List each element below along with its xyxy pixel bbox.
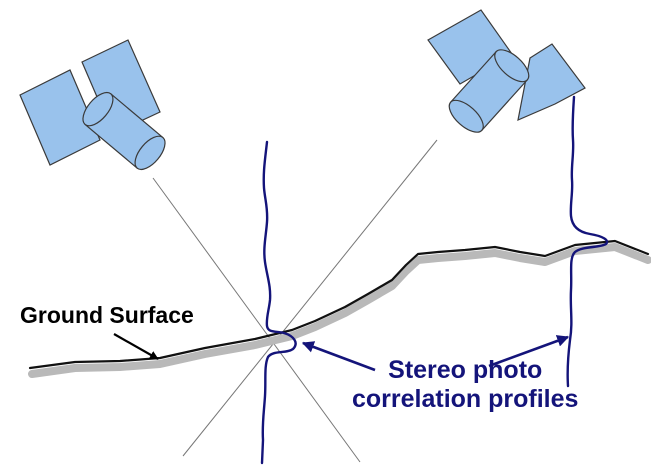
left-correlation-profile	[260, 140, 297, 465]
right-profile-arrow	[488, 335, 570, 368]
right-satellite-panel-b	[517, 43, 586, 122]
correlation-profiles-label-line2: correlation profiles	[352, 385, 579, 413]
satellite-icon	[427, 9, 586, 133]
ground-surface-line	[28, 239, 650, 370]
sight-lines	[152, 139, 438, 463]
satellite-icon	[19, 39, 166, 171]
left-satellite-panel-a	[19, 69, 101, 166]
right-sight-line	[182, 139, 438, 457]
left-profile-arrow	[301, 341, 376, 372]
pointer-arrows	[113, 333, 570, 372]
ground-surface-shadow	[28, 243, 651, 378]
correlation-profiles-label-line1: Stereo photo	[388, 356, 543, 384]
ground-surface	[28, 239, 651, 378]
ground-surface-label: Ground Surface	[20, 302, 194, 328]
left-satellite-body	[82, 91, 166, 171]
correlation-profiles-label: Stereo photo correlation profiles	[352, 356, 578, 414]
right-correlation-profile	[566, 95, 609, 388]
right-satellite-body	[448, 49, 530, 133]
ground-surface-arrow	[113, 333, 159, 360]
left-sight-line	[152, 177, 361, 463]
correlation-profiles	[260, 95, 609, 465]
